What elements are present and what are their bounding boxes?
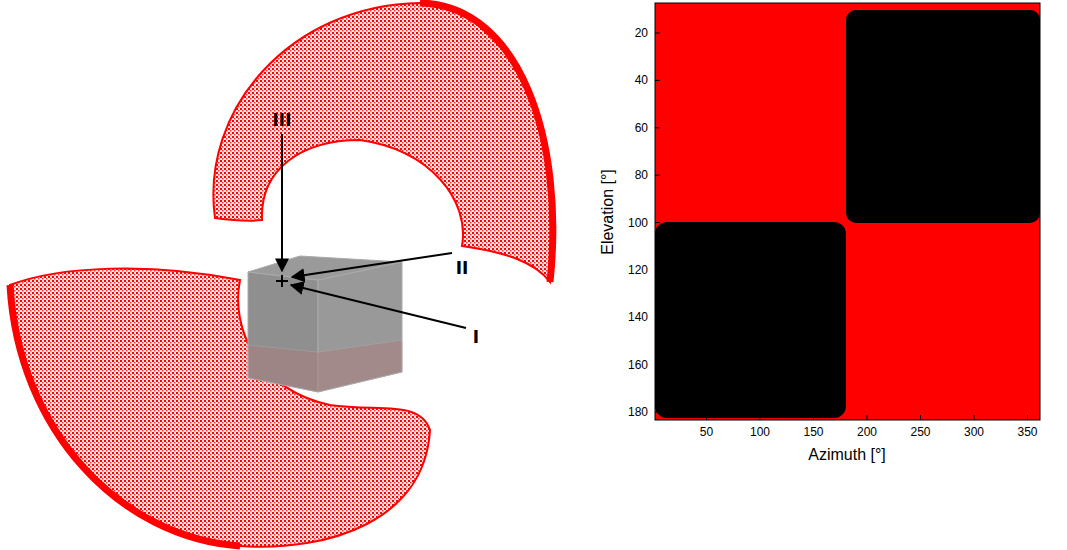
leader-arrow	[282, 134, 466, 328]
y-tick-label: 120	[628, 264, 648, 276]
x-tick-label: 300	[964, 426, 984, 438]
y-tick-label: 140	[628, 311, 648, 323]
x-tick-label: 100	[750, 426, 770, 438]
y-tick-label: 160	[628, 359, 648, 371]
x-tick-label: 350	[1017, 426, 1037, 438]
x-tick-label: 250	[910, 426, 930, 438]
y-tick-label: 20	[635, 27, 648, 39]
callout-number: II	[456, 260, 469, 277]
y-tick-label: 40	[635, 74, 648, 86]
y-tick-label: 100	[628, 217, 648, 229]
y-tick-label: 60	[635, 122, 648, 134]
cube	[248, 256, 402, 392]
upper-shell	[213, 3, 552, 282]
y-tick-label: 180	[628, 406, 648, 418]
plus-marker	[276, 275, 288, 287]
x-tick-label: 150	[803, 426, 823, 438]
callout-number: III	[273, 112, 292, 129]
y-axis-title: Elevation [°]	[600, 169, 616, 255]
x-tick-label: 50	[700, 426, 713, 438]
x-axis-title: Azimuth [°]	[808, 447, 886, 463]
x-tick-label: 200	[857, 426, 877, 438]
callout-number: I	[473, 329, 479, 346]
elevation-azimuth-map	[655, 3, 1040, 420]
y-tick-label: 80	[635, 169, 648, 181]
